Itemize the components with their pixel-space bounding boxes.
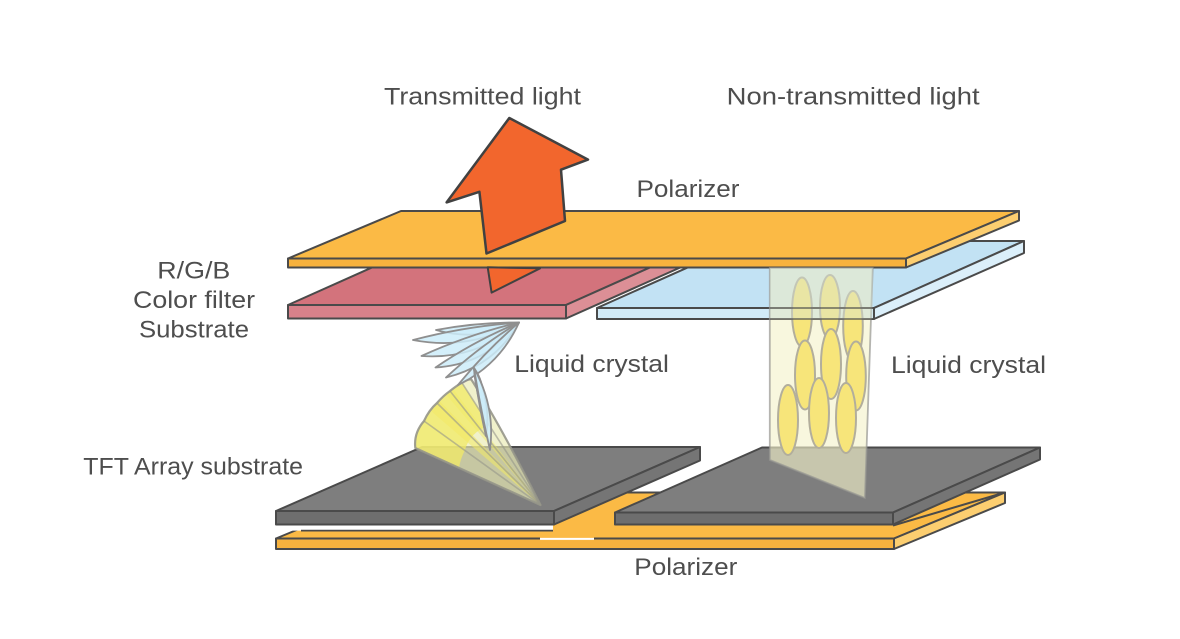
svg-text:Polarizer: Polarizer — [637, 176, 740, 203]
svg-text:Transmitted light: Transmitted light — [384, 84, 581, 111]
svg-text:R/G/B: R/G/B — [157, 258, 230, 285]
svg-text:Color filter: Color filter — [133, 287, 255, 314]
svg-text:Liquid crystal: Liquid crystal — [514, 351, 669, 378]
svg-text:TFT Array substrate: TFT Array substrate — [83, 454, 303, 481]
svg-text:Substrate: Substrate — [139, 317, 249, 344]
svg-text:Non-transmitted light: Non-transmitted light — [727, 84, 980, 111]
svg-text:Polarizer: Polarizer — [634, 554, 737, 581]
svg-text:Liquid crystal: Liquid crystal — [891, 352, 1046, 379]
